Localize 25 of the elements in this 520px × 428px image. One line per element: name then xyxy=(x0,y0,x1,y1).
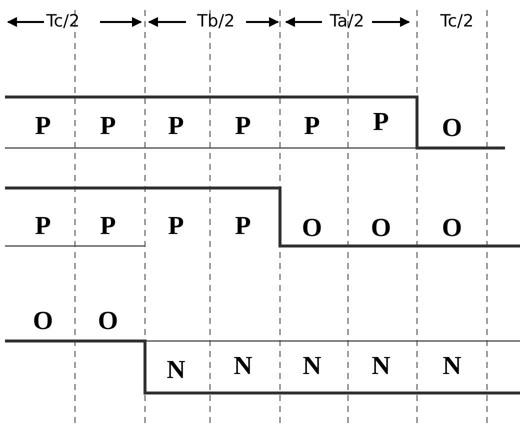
switch-state-label: P xyxy=(373,109,389,135)
duration-label: Ta/2 xyxy=(330,14,364,30)
switch-state-label: O xyxy=(302,215,322,241)
switch-state-label: P xyxy=(100,113,116,139)
switch-state-label: P xyxy=(35,213,51,239)
switch-state-label: O xyxy=(98,308,118,334)
switch-state-label: N xyxy=(442,353,462,379)
switch-state-label: O xyxy=(32,308,54,334)
duration-label: Tb/2 xyxy=(197,14,235,30)
switch-state-label: P xyxy=(304,113,320,139)
switch-state-label: P xyxy=(235,113,251,139)
switch-state-label: P xyxy=(168,113,184,139)
switch-state-label: P xyxy=(168,213,184,239)
switch-state-label: O xyxy=(370,215,392,241)
switch-state-label: P xyxy=(35,113,51,139)
switch-state-label: N xyxy=(302,353,322,379)
switch-state-label: N xyxy=(234,353,252,379)
switch-state-label: P xyxy=(235,213,251,239)
switch-state-label: P xyxy=(100,213,116,239)
switch-state-label: O xyxy=(442,115,462,141)
switch-state-label: N xyxy=(372,353,390,379)
switch-state-label: O xyxy=(442,215,462,241)
duration-label: Tc/2 xyxy=(46,14,80,30)
duration-label: Tc/2 xyxy=(440,14,474,30)
switch-state-label: N xyxy=(166,357,186,383)
